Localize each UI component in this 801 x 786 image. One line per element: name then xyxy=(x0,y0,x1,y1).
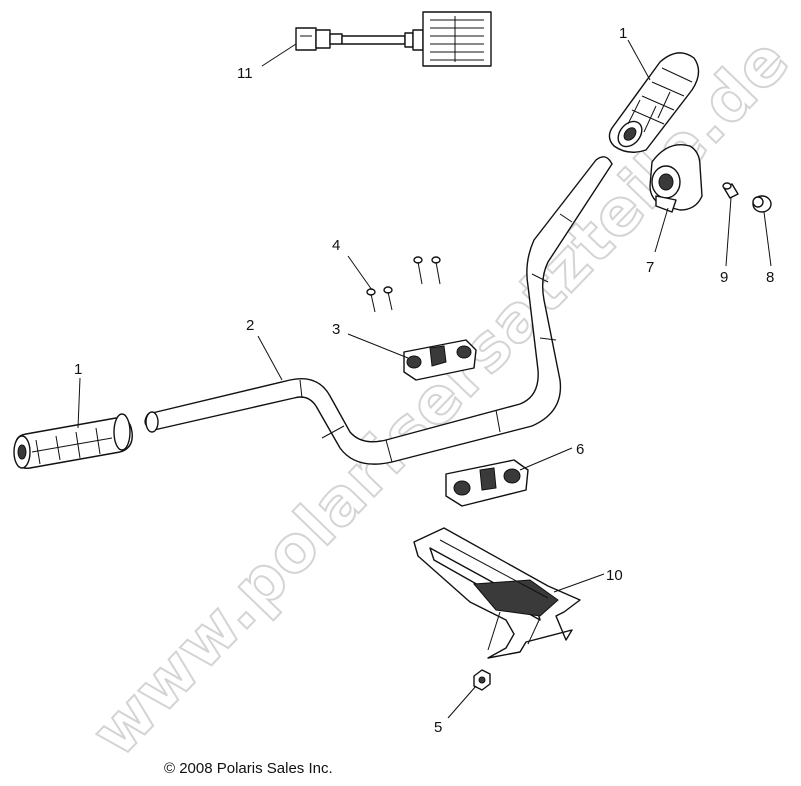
throttle-block xyxy=(649,144,703,213)
bolt-1 xyxy=(366,288,376,313)
watermark: www.polarisersatzteile.de xyxy=(77,22,801,772)
watermark-text: www.polarisersatzteile.de xyxy=(78,23,801,771)
leader-5 xyxy=(447,685,477,719)
leader-10 xyxy=(553,573,605,593)
handlebar xyxy=(144,156,613,465)
leader-1-right xyxy=(627,39,651,81)
leader-3 xyxy=(347,333,409,359)
callout-9: 9 xyxy=(720,269,728,286)
mount-bracket xyxy=(413,527,581,659)
leader-2 xyxy=(257,335,283,381)
copyright-notice: © 2008 Polaris Sales Inc. xyxy=(164,760,333,777)
grip-left xyxy=(13,413,133,469)
callout-3: 3 xyxy=(332,321,340,338)
callout-8: 8 xyxy=(766,269,774,286)
callout-1-left: 1 xyxy=(74,361,82,378)
callout-4: 4 xyxy=(332,237,340,254)
leader-8 xyxy=(763,211,772,267)
callout-7: 7 xyxy=(646,259,654,276)
grip-right xyxy=(608,52,700,153)
leader-1-left xyxy=(77,377,81,429)
plug xyxy=(752,195,772,213)
callout-6: 6 xyxy=(576,441,584,458)
wiring-harness xyxy=(295,11,492,67)
end-cap xyxy=(722,182,739,199)
callout-11: 11 xyxy=(237,65,253,82)
leader-9 xyxy=(725,197,732,267)
leader-11 xyxy=(261,43,297,67)
callout-1-right: 1 xyxy=(619,25,627,42)
callout-2: 2 xyxy=(246,317,254,334)
callout-5: 5 xyxy=(434,719,442,736)
clamp-upper xyxy=(403,339,477,381)
clamp-lower xyxy=(445,459,529,507)
leader-7 xyxy=(654,207,669,253)
bolt-4 xyxy=(431,256,441,285)
nut xyxy=(473,669,491,691)
bolts xyxy=(366,256,441,313)
callout-10: 10 xyxy=(606,567,623,584)
bolt-3 xyxy=(413,256,423,285)
leader-4 xyxy=(347,255,373,291)
leader-6 xyxy=(519,447,573,471)
bolt-2 xyxy=(383,286,393,311)
